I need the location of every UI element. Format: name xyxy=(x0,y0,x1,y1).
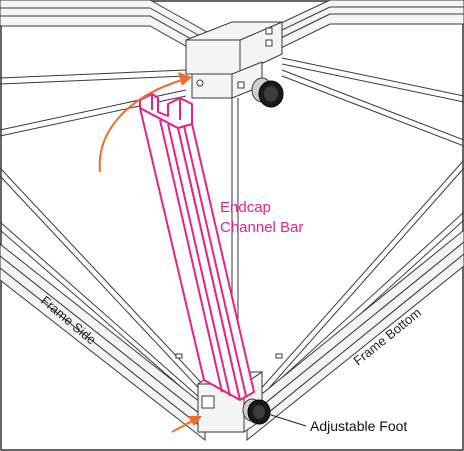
bottom-foot-knob xyxy=(242,398,271,425)
top-frame xyxy=(0,0,464,99)
bottom-frame xyxy=(0,229,464,442)
roof-struts xyxy=(0,57,464,401)
rotation-arrow xyxy=(98,79,183,173)
insertion-arrowhead xyxy=(188,416,202,426)
foot-leader-line xyxy=(267,413,307,427)
endcap-label-line1: Endcap xyxy=(220,199,271,216)
insertion-arrow xyxy=(171,419,195,433)
endcap-channel-bar xyxy=(139,93,255,401)
rotation-arrowhead xyxy=(178,72,192,86)
endcap-label-line2: Channel Bar xyxy=(220,219,303,236)
top-foot-knob xyxy=(251,77,284,108)
adjustable-foot-label: Adjustable Foot xyxy=(310,418,407,434)
